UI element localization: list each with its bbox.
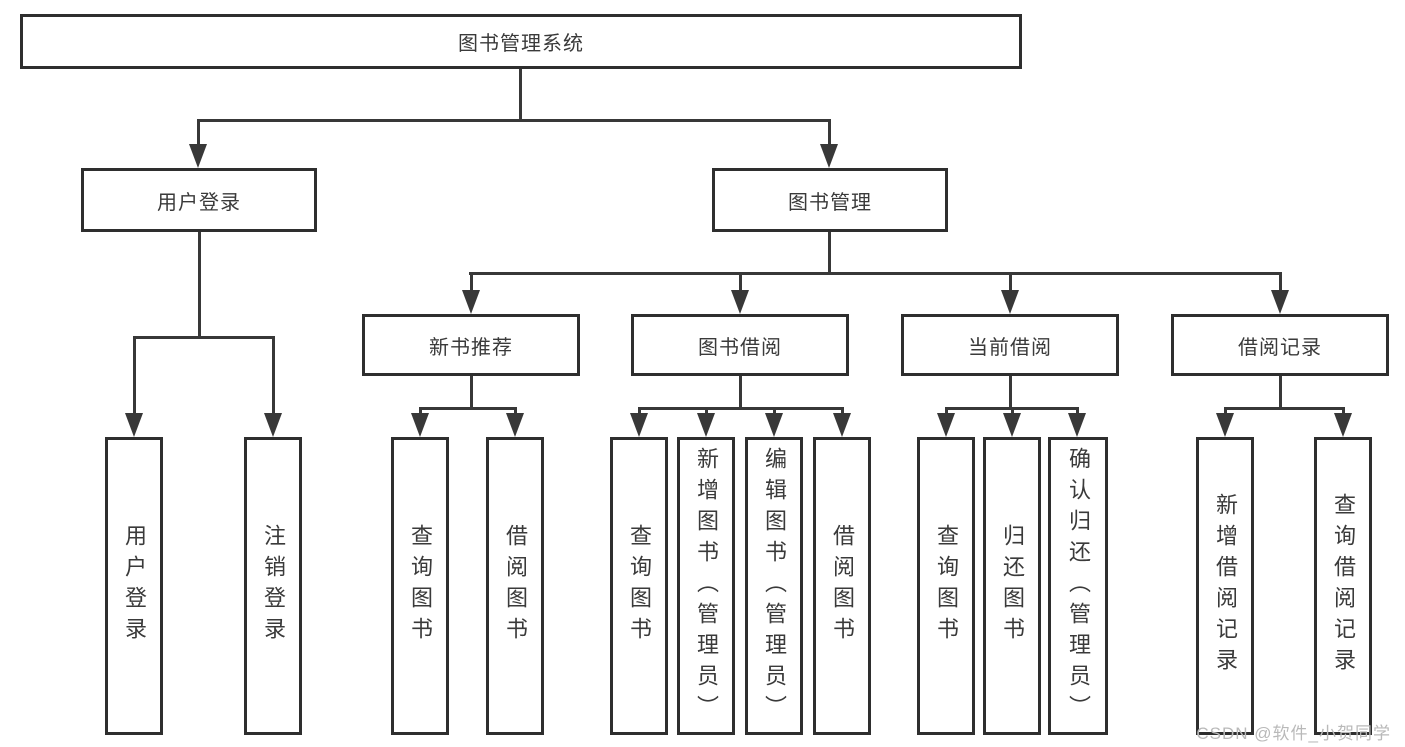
node-label: 查询图书 bbox=[408, 524, 433, 648]
connector-line bbox=[1009, 272, 1012, 292]
arrow-down-icon bbox=[264, 413, 282, 437]
node-label: 图书借阅 bbox=[698, 336, 782, 359]
connector-line bbox=[1224, 407, 1227, 416]
connector-line bbox=[470, 272, 473, 292]
node-current-borrowing: 当前借阅 bbox=[901, 314, 1119, 376]
node-label: 查询借阅记录 bbox=[1331, 493, 1356, 679]
node-borrow-books-recommend: 借阅图书 bbox=[486, 437, 544, 735]
node-label: 用户登录 bbox=[157, 191, 241, 214]
connector-line bbox=[197, 119, 200, 147]
node-query-books-recommend: 查询图书 bbox=[391, 437, 449, 735]
connector-line bbox=[1279, 272, 1282, 292]
node-label: 新增借阅记录 bbox=[1213, 493, 1238, 679]
node-query-books-borrowing: 查询图书 bbox=[610, 437, 668, 735]
node-label: 编辑图书（管理员） bbox=[762, 446, 787, 726]
node-book-management: 图书管理 bbox=[712, 168, 948, 232]
arrow-down-icon bbox=[1334, 413, 1352, 437]
connector-line bbox=[272, 336, 275, 416]
node-add-book-admin: 新增图书（管理员） bbox=[677, 437, 735, 735]
node-label: 确认归还（管理员） bbox=[1066, 446, 1091, 726]
node-label: 查询图书 bbox=[934, 524, 959, 648]
node-label: 当前借阅 bbox=[968, 336, 1052, 359]
node-label: 归还图书 bbox=[1000, 524, 1025, 648]
node-label: 用户登录 bbox=[122, 524, 147, 648]
connector-line bbox=[1279, 376, 1282, 410]
node-label: 新书推荐 bbox=[429, 336, 513, 359]
node-label: 借阅图书 bbox=[830, 524, 855, 648]
connector-line bbox=[197, 119, 831, 122]
connector-line bbox=[739, 376, 742, 410]
connector-line bbox=[133, 336, 136, 416]
arrow-down-icon bbox=[630, 413, 648, 437]
arrow-down-icon bbox=[937, 413, 955, 437]
arrow-down-icon bbox=[1003, 413, 1021, 437]
node-logout: 注销登录 bbox=[244, 437, 302, 735]
connector-line bbox=[419, 407, 516, 410]
connector-line bbox=[133, 336, 274, 339]
arrow-down-icon bbox=[697, 413, 715, 437]
connector-line bbox=[470, 376, 473, 410]
arrow-down-icon bbox=[731, 290, 749, 314]
arrow-down-icon bbox=[1216, 413, 1234, 437]
connector-line bbox=[519, 69, 522, 121]
connector-line bbox=[1011, 407, 1014, 416]
connector-line bbox=[705, 407, 708, 416]
node-edit-book-admin: 编辑图书（管理员） bbox=[745, 437, 803, 735]
node-login: 用户登录 bbox=[105, 437, 163, 735]
node-label: 注销登录 bbox=[261, 524, 286, 648]
node-book-borrowing: 图书借阅 bbox=[631, 314, 849, 376]
connector-line bbox=[1342, 407, 1345, 416]
arrow-down-icon bbox=[820, 144, 838, 168]
node-confirm-return-admin: 确认归还（管理员） bbox=[1048, 437, 1108, 735]
connector-line bbox=[419, 407, 422, 416]
node-query-borrow-record: 查询借阅记录 bbox=[1314, 437, 1372, 735]
connector-line bbox=[1009, 376, 1012, 410]
arrow-down-icon bbox=[411, 413, 429, 437]
node-return-book: 归还图书 bbox=[983, 437, 1041, 735]
connector-line bbox=[469, 272, 1281, 275]
connector-line bbox=[945, 407, 948, 416]
connector-line bbox=[1076, 407, 1079, 416]
arrow-down-icon bbox=[462, 290, 480, 314]
node-root: 图书管理系统 bbox=[20, 14, 1022, 69]
connector-line bbox=[638, 407, 844, 410]
connector-line bbox=[638, 407, 641, 416]
node-label: 借阅记录 bbox=[1238, 336, 1322, 359]
connector-line bbox=[514, 407, 517, 416]
node-label: 图书管理系统 bbox=[458, 33, 584, 55]
node-user-login: 用户登录 bbox=[81, 168, 317, 232]
node-add-borrow-record: 新增借阅记录 bbox=[1196, 437, 1254, 735]
arrow-down-icon bbox=[189, 144, 207, 168]
connector-line bbox=[828, 119, 831, 147]
node-label: 图书管理 bbox=[788, 191, 872, 214]
arrow-down-icon bbox=[1001, 290, 1019, 314]
arrow-down-icon bbox=[506, 413, 524, 437]
connector-line bbox=[841, 407, 844, 416]
connector-line bbox=[1224, 407, 1345, 410]
node-new-book-recommend: 新书推荐 bbox=[362, 314, 580, 376]
connector-line bbox=[773, 407, 776, 416]
arrow-down-icon bbox=[1271, 290, 1289, 314]
node-query-books-current: 查询图书 bbox=[917, 437, 975, 735]
arrow-down-icon bbox=[125, 413, 143, 437]
node-label: 借阅图书 bbox=[503, 524, 528, 648]
node-borrow-books: 借阅图书 bbox=[813, 437, 871, 735]
csdn-watermark: CSDN @软件_小贺同学 bbox=[1196, 724, 1391, 743]
arrow-down-icon bbox=[833, 413, 851, 437]
node-label: 新增图书（管理员） bbox=[694, 446, 719, 726]
node-borrowing-records: 借阅记录 bbox=[1171, 314, 1389, 376]
connector-line bbox=[198, 232, 201, 339]
connector-line bbox=[828, 232, 831, 275]
arrow-down-icon bbox=[765, 413, 783, 437]
node-label: 查询图书 bbox=[627, 524, 652, 648]
connector-line bbox=[739, 272, 742, 292]
arrow-down-icon bbox=[1068, 413, 1086, 437]
